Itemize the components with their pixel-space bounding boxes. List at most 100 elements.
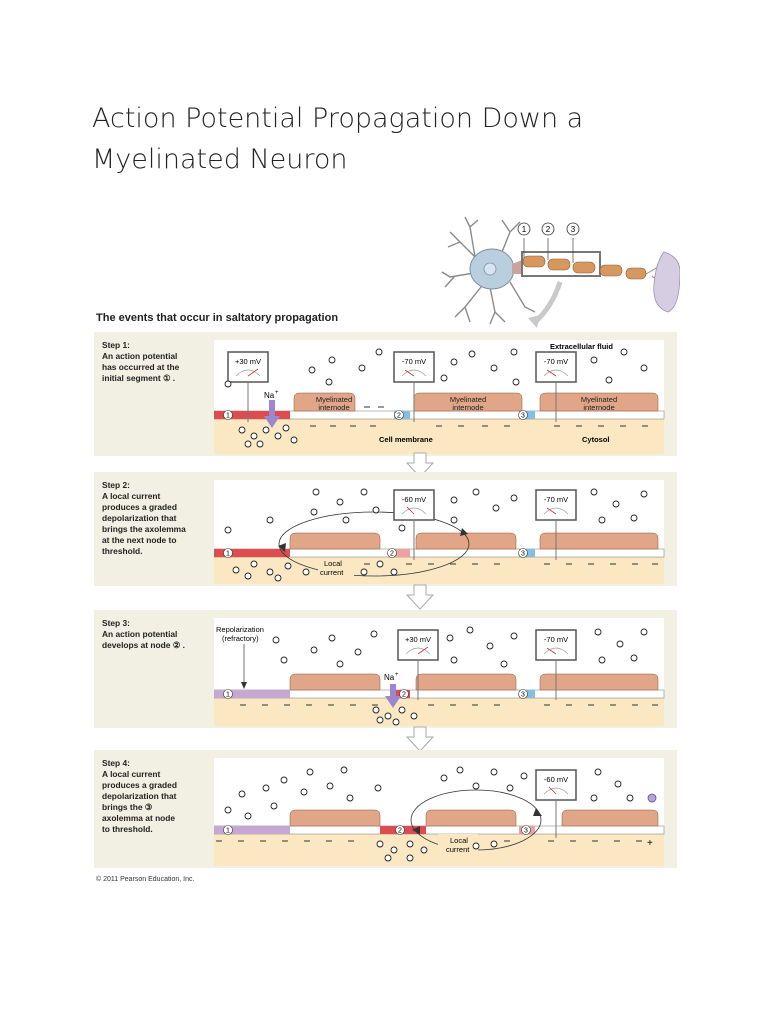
positive-ions — [272, 626, 648, 726]
local-label: Local — [324, 559, 342, 568]
internode-label: internode — [583, 403, 614, 412]
node-1-segment — [214, 549, 290, 557]
refractory-label: (refractory) — [222, 634, 259, 643]
node-1-segment — [214, 690, 290, 698]
sodium-charge-label: + — [395, 672, 399, 678]
voltmeter-reading: -70 mV — [544, 495, 568, 504]
voltmeter-reading: -60 mV — [402, 495, 426, 504]
node-number-1: 1 — [226, 551, 230, 558]
overview-node-1-label: 1 — [522, 225, 527, 234]
step-4-description: Step 4: A local current produces a grade… — [102, 758, 212, 835]
current-label: current — [320, 568, 344, 577]
step-4-panel: Step 4: A local current produces a grade… — [94, 750, 677, 868]
step-3-text-line: An action potential — [102, 629, 178, 639]
down-arrow-icon — [405, 452, 435, 478]
step-3-heading: Step 3: — [102, 618, 130, 628]
voltmeter-reading: -70 mV — [544, 635, 568, 644]
node-1-segment — [214, 826, 290, 834]
step-3-text-line: develops at node ② . — [102, 640, 185, 650]
node-number-1: 1 — [226, 413, 230, 420]
step-1-heading: Step 1: — [102, 340, 130, 350]
step-1-text-line: has occurred at the — [102, 362, 180, 372]
voltmeter-2: -70 mV — [535, 629, 577, 700]
plus-sign-label: + — [647, 838, 653, 849]
cytosol-region — [214, 419, 664, 454]
node-number-2: 2 — [402, 692, 406, 699]
dendrites-icon — [441, 216, 536, 325]
node-number-2: 2 — [397, 413, 401, 420]
step-3-description: Step 3: An action potential develops at … — [102, 618, 212, 651]
down-arrow-icon — [405, 726, 435, 752]
positive-ions — [224, 488, 648, 582]
node-number-3: 3 — [521, 413, 525, 420]
voltmeter-1: +30 mV — [397, 629, 439, 700]
sodium-label: Na — [264, 391, 275, 400]
ion-dot-icon — [647, 793, 657, 803]
step-1-text-line: An action potential — [102, 351, 178, 361]
step-1-text-line: initial segment ① . — [102, 373, 176, 383]
node-number-3: 3 — [521, 692, 525, 699]
voltmeter-reading: -70 mV — [544, 357, 568, 366]
voltmeter-2: -70 mV — [535, 489, 577, 560]
step-2-text-line: produces a graded — [102, 502, 177, 512]
voltmeter-reading: -60 mV — [544, 775, 568, 784]
myelinated-label: Myelinated — [581, 395, 617, 404]
myelin-segments-icon — [522, 255, 647, 280]
voltmeter-1: +30 mV — [227, 351, 269, 422]
sodium-influx-arrow-icon — [385, 696, 401, 708]
node-number-3: 3 — [521, 551, 525, 558]
step-1-axon-diagram: Myelinated internode Myelinated internod… — [214, 332, 677, 456]
step-2-text-line: depolarization that — [102, 513, 177, 523]
internode-label: internode — [318, 403, 349, 412]
cell-membrane-label: Cell membrane — [379, 435, 433, 444]
node-markers: 1 2 3 — [517, 222, 580, 263]
step-2-text-line: brings the axolemma — [102, 524, 186, 534]
sodium-charge-label: + — [275, 390, 279, 396]
overview-node-2-label: 2 — [546, 225, 551, 234]
voltmeter-reading: -70 mV — [402, 357, 426, 366]
copyright-text: © 2011 Pearson Education, Inc. — [96, 876, 195, 883]
step-2-text-line: threshold. — [102, 546, 143, 556]
step-4-text-line: depolarization that — [102, 791, 177, 801]
step-2-axon-diagram: 1 2 3 Local current -60 mV — [214, 472, 677, 586]
current-label: current — [446, 845, 470, 854]
page-title-line-2: Myelinated Neuron — [92, 144, 348, 175]
node-number-1: 1 — [226, 692, 230, 699]
node-number-2: 2 — [390, 551, 394, 558]
page-title: Action Potential Propagation Down a Myel… — [92, 98, 692, 180]
step-2-panel: Step 2: A local current produces a grade… — [94, 472, 677, 586]
step-4-text-line: brings the ③ — [102, 802, 153, 812]
cytosol-label: Cytosol — [582, 435, 610, 444]
voltmeter-reading: +30 mV — [405, 635, 431, 644]
myelinated-label: Myelinated — [316, 395, 352, 404]
sodium-label: Na — [384, 673, 395, 682]
step-2-description: Step 2: A local current produces a grade… — [102, 480, 212, 557]
step-4-text-line: to threshold. — [102, 824, 153, 834]
voltmeter-1: -60 mV — [535, 769, 577, 838]
figure-title: The events that occur in saltatory propa… — [96, 312, 339, 324]
down-arrow-icon — [405, 584, 435, 610]
step-1-panel: Step 1: An action potential has occurred… — [94, 332, 677, 456]
sodium-influx-arrow-icon — [264, 416, 280, 428]
voltmeter-1: -60 mV — [393, 489, 435, 560]
node-1-segment — [214, 411, 290, 419]
local-label: Local — [450, 836, 468, 845]
neuron-overview-illustration: 1 2 3 — [440, 212, 681, 332]
step-4-axon-diagram: 1 2 3 + Local current -60 mV — [214, 750, 677, 868]
voltmeter-3: -70 mV — [535, 351, 577, 422]
target-cell-icon — [653, 251, 681, 313]
node-number-3: 3 — [524, 828, 528, 835]
myelinated-label: Myelinated — [450, 395, 486, 404]
repolarization-label: Repolarization — [216, 625, 264, 634]
step-3-panel: Step 3: An action potential develops at … — [94, 610, 677, 728]
step-2-text-line: A local current — [102, 491, 161, 501]
step-2-heading: Step 2: — [102, 480, 130, 490]
step-4-heading: Step 4: — [102, 758, 130, 768]
step-2-text-line: at the next node to — [102, 535, 177, 545]
internode-label: internode — [452, 403, 483, 412]
step-4-text-line: A local current — [102, 769, 161, 779]
step-3-axon-diagram: 1 2 3 Repolarization (refractory) Na + +… — [214, 610, 677, 728]
highlight-box — [521, 251, 601, 277]
step-1-description: Step 1: An action potential has occurred… — [102, 340, 212, 384]
overview-node-3-label: 3 — [571, 225, 576, 234]
